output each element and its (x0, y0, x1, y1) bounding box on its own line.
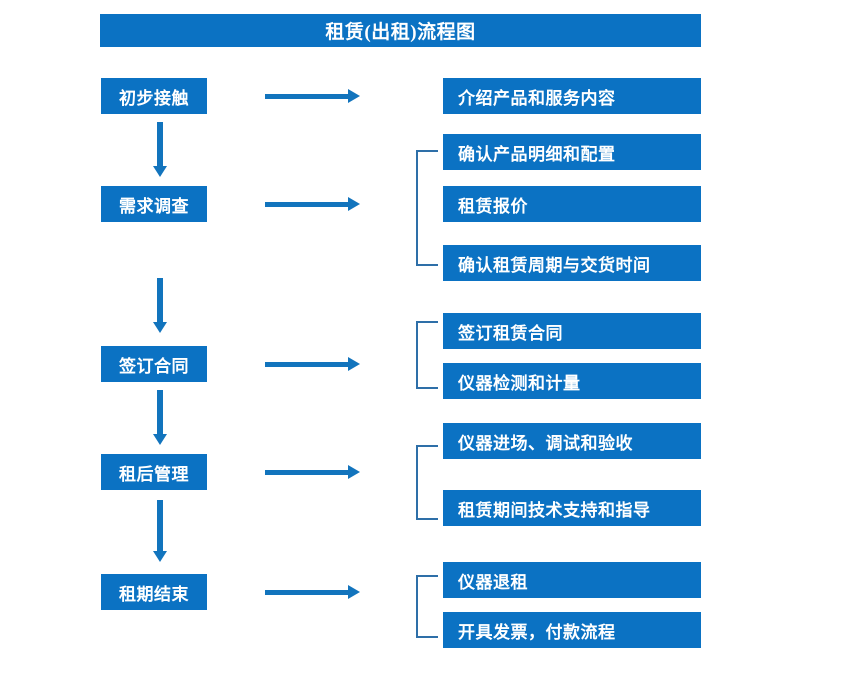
detail-box-仪器退租[interactable]: 仪器退租 (443, 562, 701, 598)
arrow-shaft (157, 278, 163, 323)
arrow-head (153, 434, 167, 445)
arrow-head (153, 322, 167, 333)
arrow-down-4 (153, 500, 167, 562)
arrow-head (153, 551, 167, 562)
arrow-shaft (157, 390, 163, 435)
arrow-shaft (265, 470, 349, 475)
detail-box-确认租赁周期与交货时间[interactable]: 确认租赁周期与交货时间 (443, 245, 701, 281)
arrow-head (348, 585, 360, 599)
arrow-head (153, 166, 167, 177)
arrow-right-stage-2 (265, 197, 360, 211)
detail-box-仪器检测和计量[interactable]: 仪器检测和计量 (443, 363, 701, 399)
detail-box-签订租赁合同[interactable]: 签订租赁合同 (443, 313, 701, 349)
stage-box-租期结束[interactable]: 租期结束 (101, 574, 207, 610)
stage-box-租后管理[interactable]: 租后管理 (101, 454, 207, 490)
arrow-shaft (265, 362, 349, 367)
group-bracket-3 (416, 321, 438, 389)
detail-box-介绍产品和服务内容[interactable]: 介绍产品和服务内容 (443, 78, 701, 114)
group-bracket-5 (416, 575, 438, 638)
arrow-shaft (265, 590, 349, 595)
stage-box-需求调查[interactable]: 需求调查 (101, 186, 207, 222)
arrow-right-stage-5 (265, 585, 360, 599)
arrow-shaft (157, 122, 163, 167)
stage-box-初步接触[interactable]: 初步接触 (101, 78, 207, 114)
arrow-head (348, 465, 360, 479)
arrow-head (348, 89, 360, 103)
arrow-head (348, 197, 360, 211)
detail-box-租赁期间技术支持和指导[interactable]: 租赁期间技术支持和指导 (443, 490, 701, 526)
detail-box-仪器进场调试和验收[interactable]: 仪器进场、调试和验收 (443, 423, 701, 459)
arrow-shaft (157, 500, 163, 552)
arrow-shaft (265, 94, 349, 99)
detail-box-确认产品明细和配置[interactable]: 确认产品明细和配置 (443, 134, 701, 170)
stage-box-签订合同[interactable]: 签订合同 (101, 346, 207, 382)
chart-title: 租赁(出租)流程图 (100, 14, 701, 47)
arrow-shaft (265, 202, 349, 207)
detail-box-开具发票付款流程[interactable]: 开具发票，付款流程 (443, 612, 701, 648)
arrow-right-stage-3 (265, 357, 360, 371)
group-bracket-2 (416, 150, 438, 266)
arrow-down-2 (153, 278, 167, 333)
arrow-head (348, 357, 360, 371)
arrow-down-1 (153, 122, 167, 177)
arrow-down-3 (153, 390, 167, 445)
detail-box-租赁报价[interactable]: 租赁报价 (443, 186, 701, 222)
arrow-right-stage-4 (265, 465, 360, 479)
arrow-right-stage-1 (265, 89, 360, 103)
group-bracket-4 (416, 445, 438, 520)
